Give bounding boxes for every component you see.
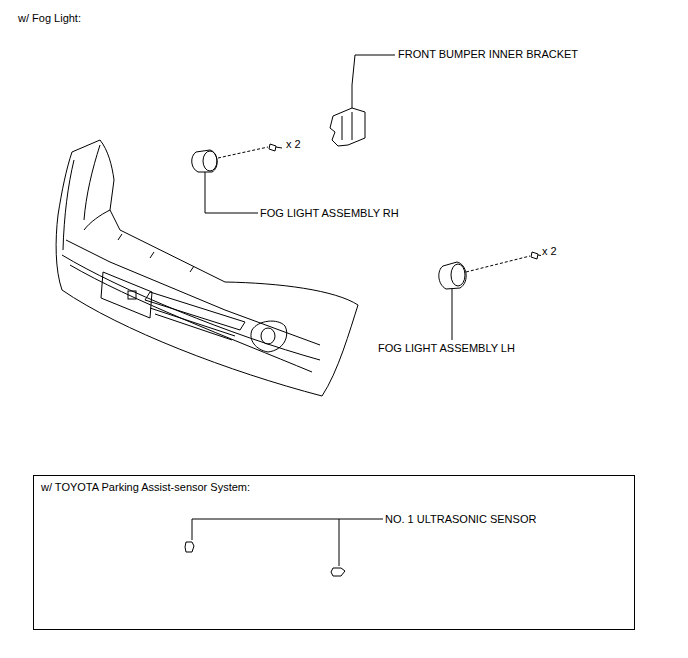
box-heading: w/ TOYOTA Parking Assist-sensor System: xyxy=(40,481,251,494)
part-name: FRONT BUMPER INNER BRACKET xyxy=(397,48,579,61)
inner-bracket xyxy=(330,108,365,146)
option-box: w/ TOYOTA Parking Assist-sensor System: N… xyxy=(33,475,635,630)
section-heading: w/ Fog Light: xyxy=(17,12,82,25)
part-name: FOG LIGHT ASSEMBLY RH xyxy=(259,207,400,220)
part-name: FOG LIGHT ASSEMBLY LH xyxy=(377,342,516,355)
front-bumper xyxy=(56,140,358,396)
fog-light-rh xyxy=(192,150,217,172)
fog-light-lh xyxy=(439,262,466,289)
quantity: x 2 xyxy=(285,138,302,151)
quantity: x 2 xyxy=(541,245,558,258)
part-name: NO. 1 ULTRASONIC SENSOR xyxy=(384,513,537,526)
ultrasonic-sensor xyxy=(185,542,194,552)
ultrasonic-sensor xyxy=(331,568,345,576)
